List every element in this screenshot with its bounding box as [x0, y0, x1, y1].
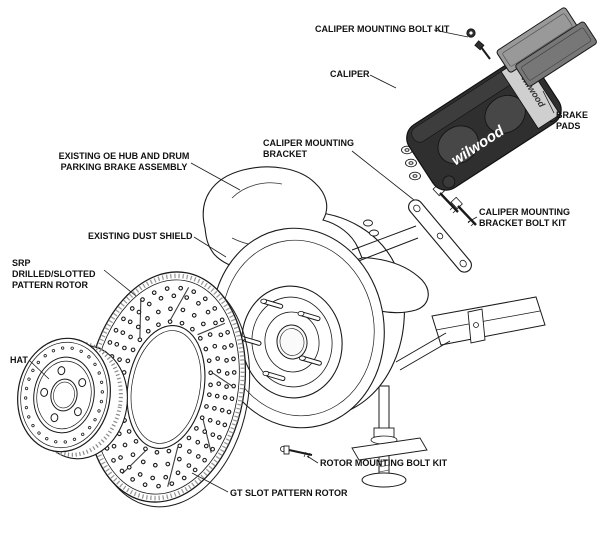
wheel-studs	[238, 298, 322, 381]
hub	[238, 285, 343, 399]
hat	[17, 337, 128, 460]
bracket-bolt-kit	[432, 183, 477, 227]
label-caliper-mounting-bracket: CALIPER MOUNTING BRACKET	[263, 138, 354, 159]
caliper-mounting-bolt-kit	[466, 28, 491, 60]
hat-flange-holes	[24, 346, 104, 444]
bracket-washers	[363, 219, 379, 237]
label-brake-pads: BRAKE PADS	[556, 110, 589, 131]
caliper: wilwood wilwood	[406, 56, 562, 191]
label-hat: HAT	[10, 355, 28, 365]
label-caliper: CALIPER	[330, 69, 370, 79]
stand-bench	[351, 296, 546, 488]
label-existing-hub: EXISTING OE HUB AND DRUM PARKING BRAKE A…	[58, 151, 190, 172]
rotor	[85, 271, 251, 508]
label-srp-rotor: SRP DRILLED/SLOTTED PATTERN ROTOR	[12, 258, 96, 290]
caliper-mounting-bracket	[363, 199, 472, 273]
leader-lines	[29, 29, 555, 493]
label-existing-dust-shield: EXISTING DUST SHIELD	[88, 231, 193, 241]
rotor-drilled-holes	[95, 285, 237, 489]
brake-pads	[496, 7, 597, 87]
label-rotor-mounting-bolt-kit: ROTOR MOUNTING BOLT KIT	[320, 458, 448, 468]
hat-lug-holes	[40, 366, 87, 423]
label-caliper-mounting-bracket-bolt-kit: CALIPER MOUNTING BRACKET BOLT KIT	[479, 207, 570, 228]
rotor-mounting-bolt-kit	[279, 445, 313, 459]
label-caliper-mounting-bolt-kit: CALIPER MOUNTING BOLT KIT	[315, 24, 450, 34]
label-gt-rotor: GT SLOT PATTERN ROTOR	[230, 488, 348, 498]
